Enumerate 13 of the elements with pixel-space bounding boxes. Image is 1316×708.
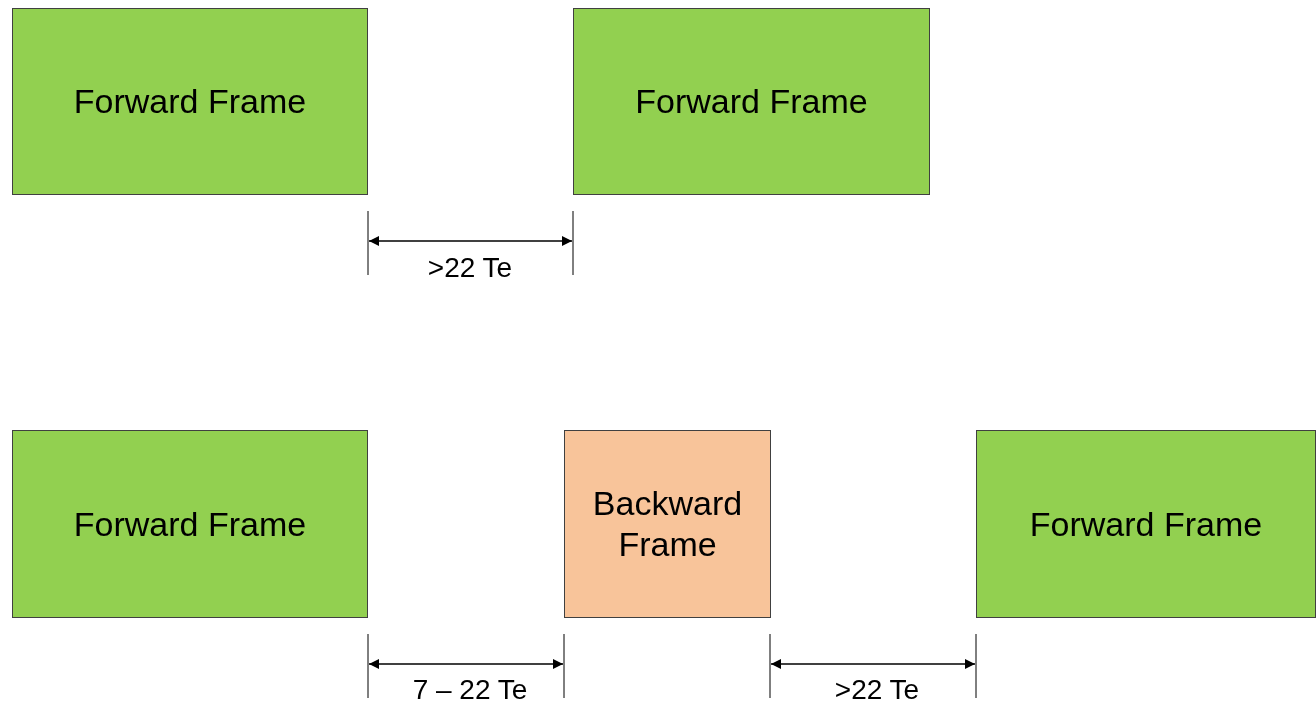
frame-label: Forward Frame [1029,503,1263,545]
forward-frame-box [12,430,368,618]
dimension-label: 7 – 22 Te [412,674,528,706]
forward-frame-box [12,8,368,195]
dimension-label: >22 Te [427,252,513,284]
forward-frame-box [573,8,930,195]
forward-frame-box [976,430,1316,618]
frame-label: Forward Frame [73,81,307,122]
backward-frame-box [564,430,771,618]
dimension-label: >22 Te [834,674,920,706]
frame-label: Forward Frame [635,81,868,122]
frame-label: Forward Frame [73,503,307,545]
frame-label: Backward Frame [591,483,744,565]
